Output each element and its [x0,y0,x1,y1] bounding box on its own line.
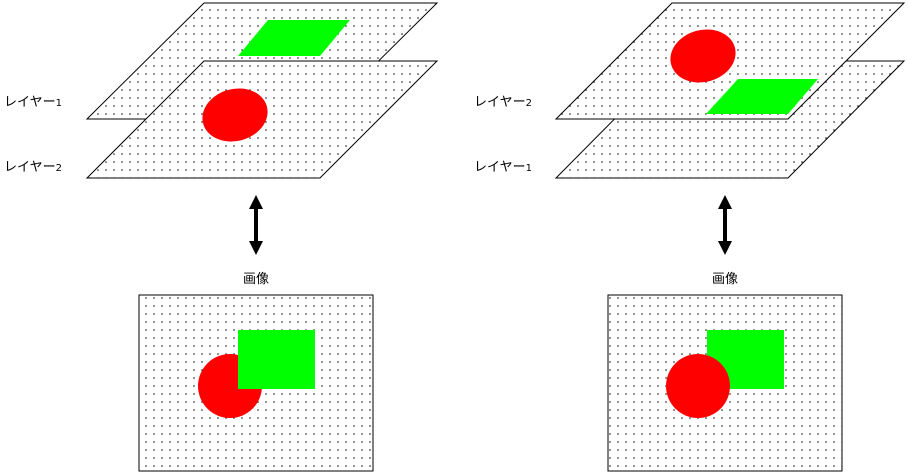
left-upper-layer-label: レイヤー1 [4,95,62,110]
left-composite-green-square [238,330,315,389]
left-lower-layer-label-text: レイヤー [4,160,56,175]
right-red-ellipse [670,29,736,83]
left-green-shape [238,20,350,56]
left-upper-layer-label-text: レイヤー [4,95,56,110]
right-double-arrow-icon [718,195,732,255]
left-lower-layer-label-number: 2 [56,163,62,174]
left-upper-layer-label-number: 1 [56,98,62,109]
right-upper-layer-label-number: 2 [526,98,532,109]
right-upper-layer-label: レイヤー2 [474,95,532,110]
left-red-ellipse [202,88,268,142]
left-lower-layer-label: レイヤー2 [4,160,62,175]
left-double-arrow-icon [249,195,263,255]
right-composite-red-circle [666,354,730,418]
right-upper-layer-label-text: レイヤー [474,95,526,110]
right-panel: レイヤー2 レイヤー1 画像 [474,2,906,472]
left-image-label: 画像 [243,272,269,287]
right-lower-layer-label-text: レイヤー [474,160,526,175]
right-green-shape [706,79,818,114]
right-image-label: 画像 [712,272,738,287]
right-lower-layer-label: レイヤー1 [474,160,532,175]
left-panel: レイヤー1 レイヤー2 画像 [4,2,439,472]
right-lower-layer-label-number: 1 [526,163,532,174]
